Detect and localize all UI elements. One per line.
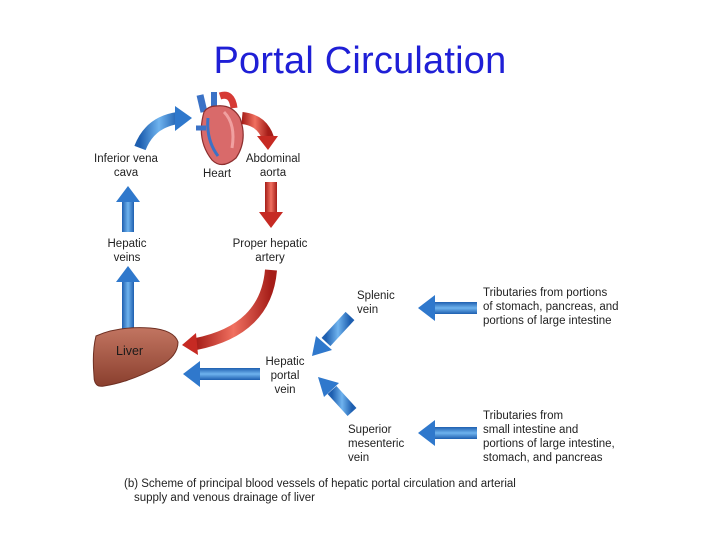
label-hepatic-veins: Hepatic veins bbox=[107, 238, 147, 264]
mesenteric-to-portal-arrow bbox=[318, 377, 357, 417]
figure-caption: (b) Scheme of principal blood vessels of… bbox=[124, 477, 564, 505]
hepatic-veins-to-vena-cava-arrow bbox=[116, 186, 140, 232]
splenic-to-portal-arrow bbox=[312, 311, 355, 356]
tributaries-to-mesenteric-arrow bbox=[418, 420, 477, 446]
caption-line-1: (b) Scheme of principal blood vessels of… bbox=[124, 478, 516, 490]
vena-cava-to-heart-arrow bbox=[134, 106, 192, 151]
label-abdominal-aorta: Abdominal aorta bbox=[245, 153, 301, 179]
label-heart: Heart bbox=[203, 168, 232, 180]
portal-vein-to-liver-arrow bbox=[183, 361, 260, 387]
caption-line-2: supply and venous drainage of liver bbox=[134, 492, 315, 504]
label-splenic-vein: Splenic vein bbox=[357, 290, 395, 316]
liver-to-hepatic-veins-arrow bbox=[116, 266, 140, 330]
label-hepatic-portal-vein: Hepatic portal vein bbox=[265, 356, 305, 396]
label-liver: Liver bbox=[116, 344, 144, 358]
hepatic-artery-to-liver-arrow bbox=[182, 269, 277, 355]
liver-illustration bbox=[92, 327, 179, 387]
label-superior-mesenteric-vein: Superior mesenteric vein bbox=[348, 424, 405, 464]
label-tributaries-splenic: Tributaries from portions of stomach, pa… bbox=[483, 287, 619, 327]
label-proper-hepatic-artery: Proper hepatic artery bbox=[232, 238, 308, 264]
label-inferior-vena-cava: Inferior vena cava bbox=[94, 153, 158, 179]
tributaries-to-splenic-arrow bbox=[418, 295, 477, 321]
label-tributaries-mesenteric: Tributaries from small intestine and por… bbox=[483, 410, 615, 464]
heart-illustration bbox=[196, 91, 244, 166]
heart-to-aorta-arrow bbox=[241, 112, 278, 150]
aorta-to-hepatic-artery-arrow bbox=[259, 182, 283, 228]
slide-title: Portal Circulation bbox=[213, 40, 507, 82]
